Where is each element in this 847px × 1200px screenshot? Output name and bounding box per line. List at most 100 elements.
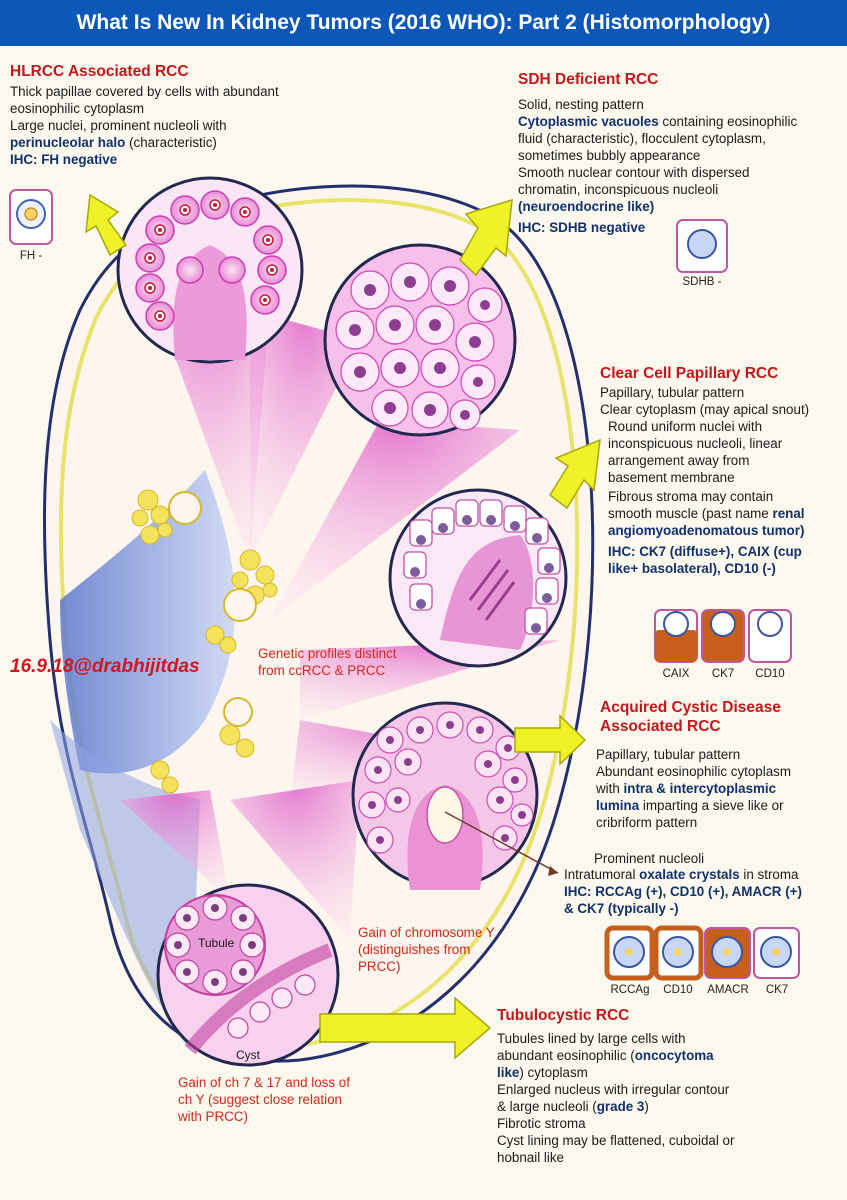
tubulo-line-rest: ) cytoplasm — [519, 1065, 588, 1080]
genetic-note: Genetic profiles distinct from ccRCC & P… — [258, 645, 396, 679]
gain-note: Gain of ch 7 & 17 and loss of ch Y (sugg… — [178, 1074, 350, 1125]
sdh-line: fluid (characteristic), flocculent cytop… — [518, 131, 766, 146]
sdh-line: Cytoplasmic vacuoles containing eosinoph… — [518, 113, 843, 130]
page-title: What Is New In Kidney Tumors (2016 WHO):… — [0, 0, 847, 46]
ccp-line-start: smooth muscle (past name — [608, 506, 773, 521]
genetic-line: Genetic profiles distinct — [258, 646, 397, 661]
acd-line-start: with — [596, 781, 624, 796]
sdh-text: Solid, nesting pattern Cytoplasmic vacuo… — [518, 96, 843, 236]
acd-text-3: Intratumoral oxalate crystals in stroma … — [564, 866, 846, 917]
cyst-label: Cyst — [236, 1048, 260, 1062]
acd-heading: Acquired Cystic Disease Associated RCC — [600, 698, 781, 736]
tubulo-line: like) cytoplasm — [497, 1064, 842, 1081]
ccp-line: smooth muscle (past name renal — [600, 505, 845, 522]
tubulo-line: hobnail like — [497, 1150, 564, 1165]
hlrcc-highlight: perinucleolar halo — [10, 135, 126, 150]
hlrcc-ihc: IHC: FH negative — [10, 152, 118, 167]
tubulo-line: Enlarged nucleus with irregular contour — [497, 1082, 730, 1097]
sdh-line: Solid, nesting pattern — [518, 97, 644, 112]
stain-boxes — [9, 189, 800, 981]
acd-ihc: & CK7 (typically -) — [564, 901, 679, 916]
hlrcc-line: eosinophilic cytoplasm — [10, 101, 144, 116]
tubule-label: Tubule — [198, 936, 235, 950]
ccp-heading: Clear Cell Papillary RCC — [600, 365, 779, 382]
acd-heading-line: Associated RCC — [600, 718, 721, 735]
acd-line-rest: imparting a sieve like or — [639, 798, 784, 813]
rccag-stain-label: RCCAg — [610, 984, 650, 996]
acd-line: Intratumoral oxalate crystals in stroma — [564, 866, 846, 883]
tubulocystic-heading: Tubulocystic RCC — [497, 1007, 630, 1024]
tubulo-line: Tubules lined by large cells with — [497, 1031, 686, 1046]
cd10-acd-stain-label: CD10 — [663, 984, 693, 996]
tubulo-line: Cyst lining may be flattened, cuboidal o… — [497, 1133, 735, 1148]
acd-line-start: Intratumoral — [564, 867, 640, 882]
gain-line: ch Y (suggest close relation — [178, 1092, 343, 1107]
ccp-line: inconspicuous nucleoli, linear — [608, 436, 783, 451]
hlrcc-line-rest: (characteristic) — [125, 135, 217, 150]
tubulo-line-rest: ) — [644, 1099, 649, 1114]
hlrcc-text: Thick papillae covered by cells with abu… — [10, 83, 370, 168]
hlrcc-line: perinucleolar halo (characteristic) — [10, 134, 370, 151]
ck7-acd-stain-label: CK7 — [765, 984, 789, 996]
tubulo-highlight: grade 3 — [596, 1099, 645, 1114]
sdh-highlight: (neuroendocrine like) — [518, 199, 655, 214]
chromosome-note: Gain of chromosome Y (distinguishes from… — [358, 924, 495, 975]
ccp-line: Clear cytoplasm (may apical snout) — [600, 402, 810, 417]
sdhb-stain-label: SDHB - — [682, 276, 722, 288]
ccp-ihc: IHC: CK7 (diffuse+), CAIX (cup — [608, 544, 802, 559]
renal-pelvis — [60, 470, 236, 774]
hlrcc-line: Large nuclei, prominent nucleoli with — [10, 118, 227, 133]
sdh-line: sometimes bubbly appearance — [518, 148, 701, 163]
ccp-highlight: renal — [772, 506, 805, 521]
ccp-highlight: angiomyoadenomatous tumor) — [608, 523, 805, 538]
acd-text-2: Prominent nucleoli — [594, 850, 844, 867]
tubulocystic-text: Tubules lined by large cells with abunda… — [497, 1030, 842, 1166]
ccp-line: basement membrane — [608, 470, 735, 485]
ccp-line: Fibrous stroma may contain — [608, 489, 774, 504]
acd-highlight: lumina — [596, 798, 640, 813]
genetic-line: from ccRCC & PRCC — [258, 663, 386, 678]
tubulo-line: Fibrotic stroma — [497, 1116, 586, 1131]
acd-line: Papillary, tubular pattern — [596, 747, 741, 762]
acd-text: Papillary, tubular pattern Abundant eosi… — [596, 746, 846, 831]
acd-histology-circle — [351, 701, 559, 890]
ccp-line: Round uniform nuclei with — [608, 419, 763, 434]
acd-line-rest: in stroma — [739, 867, 799, 882]
chromo-line: Gain of chromosome Y — [358, 925, 495, 940]
fh-stain-label: FH - — [19, 250, 43, 262]
sdh-heading: SDH Deficient RCC — [518, 71, 659, 88]
gain-line: Gain of ch 7 & 17 and loss of — [178, 1075, 350, 1090]
tubulo-highlight: like — [497, 1065, 520, 1080]
ccp-ihc: like+ basolateral), CD10 (-) — [608, 561, 776, 576]
gain-line: with PRCC) — [178, 1109, 248, 1124]
hlrcc-histology-circle — [116, 176, 304, 364]
ccp-text: Papillary, tubular pattern Clear cytopla… — [600, 384, 845, 577]
tubulo-line-start: & large nucleoli ( — [497, 1099, 597, 1114]
acd-ihc: IHC: RCCAg (+), CD10 (+), AMACR (+) — [564, 884, 802, 899]
acd-line: cribriform pattern — [596, 815, 698, 830]
pointer-arrows — [85, 193, 601, 1060]
amacr-stain-label: AMACR — [707, 984, 749, 996]
acd-highlight: intra & intercytoplasmic — [623, 781, 777, 796]
acd-heading-line: Acquired Cystic Disease — [600, 699, 781, 716]
tubulocystic-histology-circle — [156, 883, 340, 1067]
acd-line: with intra & intercytoplasmic — [596, 780, 846, 797]
sdh-line-rest: containing eosinophilic — [658, 114, 798, 129]
acd-highlight: oxalate crystals — [639, 867, 740, 882]
author-watermark: 16.9.18@drabhijitdas — [10, 656, 200, 677]
tubulo-line: abundant eosinophilic (oncocytoma — [497, 1047, 842, 1064]
caix-stain-label: CAIX — [662, 668, 690, 680]
tubulo-line-start: abundant eosinophilic ( — [497, 1048, 635, 1063]
acd-line: lumina imparting a sieve like or — [596, 797, 846, 814]
sdh-ihc: IHC: SDHB negative — [518, 220, 646, 235]
sdh-line: chromatin, inconspicuous nucleoli — [518, 182, 719, 197]
sdh-line: Smooth nuclear contour with dispersed — [518, 165, 750, 180]
hlrcc-heading: HLRCC Associated RCC — [10, 63, 189, 80]
tubulo-line: & large nucleoli (grade 3) — [497, 1098, 842, 1115]
hlrcc-line: Thick papillae covered by cells with abu… — [10, 84, 279, 99]
acd-line: Prominent nucleoli — [594, 851, 705, 866]
tubulo-highlight: oncocytoma — [634, 1048, 714, 1063]
ck7-stain-label: CK7 — [711, 668, 735, 680]
chromo-line: PRCC) — [358, 959, 401, 974]
